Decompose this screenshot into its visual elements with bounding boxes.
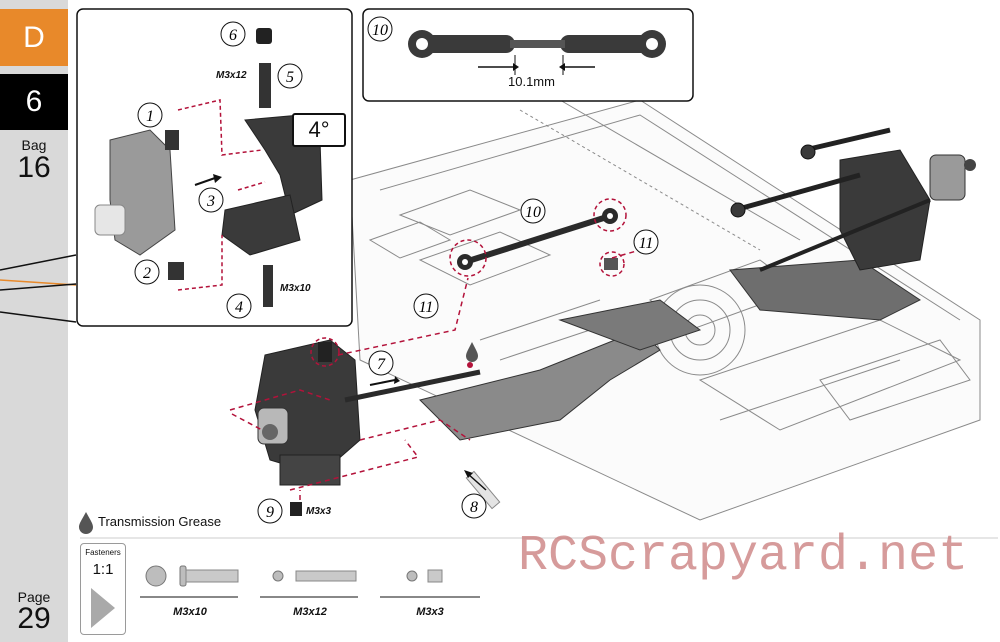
fasteners-title: Fasteners	[85, 548, 121, 557]
fasteners-panel: Fasteners 1:1	[80, 543, 126, 635]
grease-legend-icon	[79, 512, 93, 534]
callout-6	[220, 21, 246, 47]
turnbuckle-inset	[408, 30, 666, 75]
callout-9	[257, 498, 283, 524]
callout-11-right-text: 11	[639, 235, 654, 252]
leader-line	[0, 254, 77, 271]
leader-line-orange	[0, 279, 77, 286]
arrow-8	[467, 473, 487, 491]
callout-9-text: 9	[266, 504, 274, 521]
callout-3-text: 3	[206, 193, 215, 210]
fastener-item-m3x3: M3x3	[416, 606, 444, 618]
sidebar: D 6 Bag 16 Page 29	[0, 0, 68, 642]
leader-line	[0, 311, 77, 323]
callout-10-inset-text: 10	[372, 22, 388, 39]
callout-1-text: 1	[146, 108, 154, 125]
angle-label: 4°	[308, 117, 330, 142]
callout-11-left	[413, 293, 439, 319]
fastener-item-m3x10: M3x10	[173, 606, 207, 618]
callout-8-text: 8	[470, 499, 478, 516]
callout-10-inset	[367, 16, 393, 42]
leader-line	[0, 283, 77, 291]
callout-6-text: 6	[229, 27, 237, 44]
page-label: Page	[17, 589, 51, 605]
assembly-guides	[229, 249, 641, 500]
front-hub-assembly	[254, 337, 481, 516]
callout-2-text: 2	[143, 265, 151, 282]
callout-10	[520, 198, 546, 224]
turnbuckle-length: 10.1mm	[508, 74, 555, 89]
step-number: 6	[0, 74, 68, 130]
bag-number: 16	[17, 151, 51, 184]
grease-note: Transmission Grease	[98, 514, 222, 529]
fastener-label-m3x10: M3x10	[280, 283, 311, 294]
fasteners-panel-drawing	[140, 565, 480, 598]
next-arrow-icon	[91, 588, 115, 628]
turnbuckle-main	[449, 198, 627, 277]
callout-7	[368, 350, 394, 376]
arrow-8-head	[464, 470, 473, 478]
callout-5	[277, 63, 303, 89]
watermark: RCScrapyard.net	[518, 528, 969, 585]
section-letter: D	[0, 9, 68, 66]
fastener-label-m3x3: M3x3	[306, 506, 332, 517]
angle-label-box: 4°	[292, 113, 346, 147]
callout-4	[226, 293, 252, 319]
callout-5-text: 5	[286, 69, 294, 86]
callout-10-text: 10	[525, 204, 541, 221]
grease-drop-icon	[466, 342, 478, 362]
fastener-label-m3x12: M3x12	[216, 70, 247, 81]
turnbuckle-inset-box	[362, 8, 694, 102]
rear-suspension-assembly	[729, 127, 976, 321]
callout-2	[134, 259, 160, 285]
callouts: 6 5 1 3 2 4 10 10 11 11 7 8 9	[134, 16, 659, 524]
callout-7-text: 7	[377, 356, 386, 373]
callout-1	[137, 102, 163, 128]
fasteners-scale: 1:1	[92, 561, 114, 578]
callout-11-left-text: 11	[419, 299, 434, 316]
callout-4-text: 4	[235, 299, 243, 316]
bag-label: Bag	[21, 137, 47, 153]
callout-8	[461, 493, 487, 519]
page-number: 29	[17, 602, 51, 635]
fastener-item-m3x12: M3x12	[293, 606, 327, 618]
callout-11-right	[633, 229, 659, 255]
callout-3	[198, 187, 224, 213]
